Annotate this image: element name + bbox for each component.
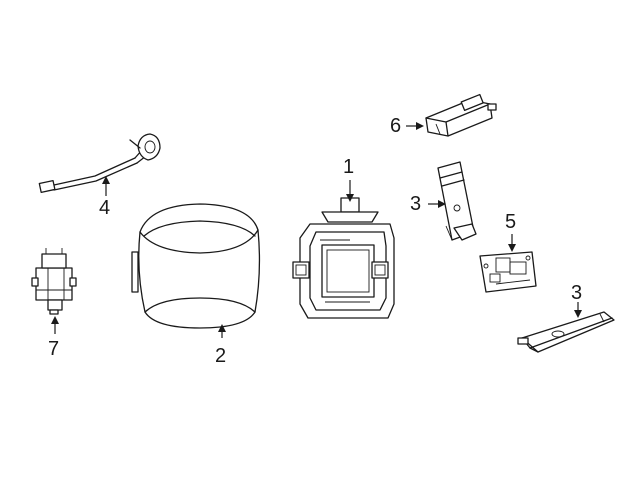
part-4-cable — [38, 133, 161, 193]
callout-3-upper: 3 — [410, 193, 422, 215]
part-3-antenna-lower — [517, 311, 615, 353]
callout-6: 6 — [390, 115, 402, 137]
part-6-connector — [425, 93, 497, 137]
part-3-sensor-upper — [437, 161, 477, 241]
callout-7: 7 — [48, 338, 60, 360]
leader-arrows — [51, 122, 582, 338]
part-5-board — [479, 251, 537, 293]
part-1-module — [292, 197, 395, 319]
callout-4: 4 — [99, 197, 111, 219]
part-2-module — [131, 203, 261, 329]
callout-1: 1 — [343, 156, 355, 178]
callout-2: 2 — [215, 345, 227, 367]
callout-5: 5 — [505, 211, 517, 233]
part-7-bracket — [31, 248, 77, 315]
callout-3-lower: 3 — [571, 282, 583, 304]
